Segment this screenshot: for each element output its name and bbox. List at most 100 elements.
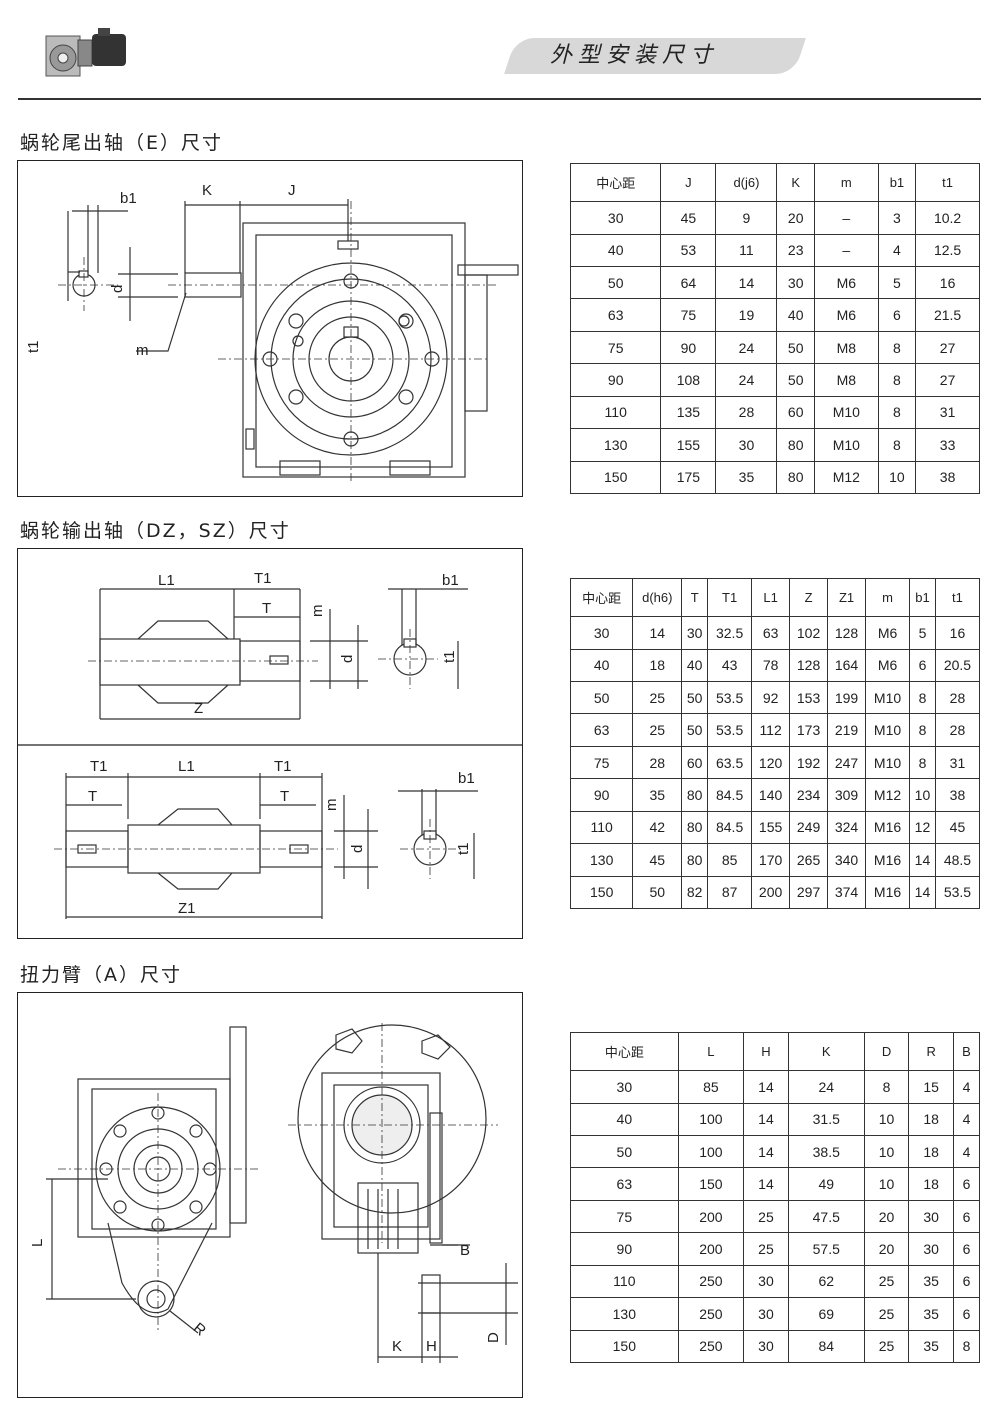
table-dz-cell: 140 — [751, 778, 791, 812]
table-dz-cell: M16 — [865, 843, 911, 877]
table-e-cell: 175 — [660, 460, 717, 495]
label-sz-tb: T — [280, 788, 289, 805]
table-e-cell: M6 — [813, 265, 879, 300]
table-e-cell: 10 — [877, 460, 917, 495]
table-a-cell: 10 — [863, 1167, 910, 1201]
table-dz-header-cell: 中心距 — [569, 577, 634, 618]
table-dz-cell: 297 — [789, 875, 829, 910]
figure-e: b1 K J d t1 m — [17, 160, 523, 497]
table-e-cell: 3 — [877, 201, 917, 235]
table-e-cell: 20 — [776, 201, 815, 235]
table-e-cell: 108 — [660, 363, 717, 397]
table-e-header-cell: K — [776, 162, 815, 203]
table-dz-cell: M12 — [865, 778, 911, 812]
table-a-header-cell: R — [908, 1031, 954, 1072]
header-rule — [18, 98, 981, 100]
table-dz-cell: 10 — [909, 778, 936, 812]
table-e-cell: 30 — [715, 428, 778, 462]
table-a-cell: 63 — [570, 1167, 679, 1201]
table-a-cell: 4 — [952, 1070, 981, 1104]
table-a-cell: 6 — [952, 1232, 981, 1266]
label-a-b: B — [460, 1242, 470, 1259]
table-dz-header-cell: b1 — [909, 577, 936, 618]
table-e-header-cell: t1 — [915, 162, 980, 203]
table-a-cell: 31.5 — [787, 1102, 865, 1136]
table-dz-cell: 63 — [569, 713, 634, 747]
table-dz-cell: 42 — [632, 810, 683, 845]
table-dz-cell: 120 — [751, 745, 791, 780]
table-dz-cell: 25 — [632, 713, 683, 747]
table-dz-cell: 80 — [681, 810, 709, 845]
table-a-cell: 4 — [952, 1102, 981, 1136]
table-a-cell: 14 — [743, 1134, 789, 1169]
table-e-cell: 63 — [569, 298, 662, 332]
label-dz-z: Z — [194, 700, 203, 717]
table-a-cell: 25 — [743, 1232, 789, 1266]
table-e-cell: 8 — [877, 428, 917, 462]
table-a-cell: 150 — [570, 1329, 679, 1364]
table-e-cell: M6 — [813, 298, 879, 332]
table-a-header-cell: K — [787, 1031, 865, 1072]
table-dz-cell: 43 — [707, 648, 753, 682]
table-dz-cell: 324 — [827, 810, 867, 845]
table-dz-cell: 18 — [632, 648, 683, 682]
table-e-cell: 11 — [715, 233, 778, 267]
label-a-l: L — [29, 1239, 46, 1247]
label-dz-m: m — [309, 605, 326, 618]
table-dz-cell: 82 — [681, 875, 709, 910]
label-dz-d: d — [339, 655, 356, 663]
table-a-cell: 69 — [787, 1297, 865, 1331]
table-a-cell: 50 — [570, 1134, 679, 1169]
table-a-cell: 35 — [908, 1264, 954, 1299]
table-e-header-cell: b1 — [877, 162, 917, 203]
table-e-cell: M10 — [813, 428, 879, 462]
table-e-cell: 33 — [915, 428, 980, 462]
table-dz-cell: 12 — [909, 810, 936, 845]
section-title-dz: 蜗轮输出轴（DZ，SZ）尺寸 — [20, 520, 291, 542]
table-a-cell: 100 — [677, 1102, 745, 1136]
table-a-cell: 25 — [743, 1199, 789, 1234]
table-a-header-cell: L — [677, 1031, 745, 1072]
table-dz-cell: 32.5 — [707, 616, 753, 650]
table-dz-cell: 153 — [789, 680, 829, 715]
table-a-cell: 150 — [677, 1167, 745, 1201]
table-a-cell: 250 — [677, 1264, 745, 1299]
table-dz-cell: 50 — [681, 713, 709, 747]
table-dz-cell: 340 — [827, 843, 867, 877]
label-sz-l1: L1 — [178, 758, 195, 775]
table-a-cell: 38.5 — [787, 1134, 865, 1169]
table-dz-cell: 14 — [632, 616, 683, 650]
table-dz-cell: 85 — [707, 843, 753, 877]
table-dz-cell: 16 — [934, 616, 981, 650]
table-dz-header-cell: Z1 — [827, 577, 867, 618]
table-e-cell: 90 — [569, 363, 662, 397]
table-e-cell: 30 — [776, 265, 815, 300]
table-dz-cell: 40 — [569, 648, 634, 682]
page-title: 外型安装尺寸 — [550, 43, 719, 68]
table-e-cell: 21.5 — [915, 298, 980, 332]
table-e-cell: 75 — [660, 298, 717, 332]
table-e-cell: 80 — [776, 428, 815, 462]
label-dz-l1: L1 — [158, 572, 175, 589]
table-dz-cell: 247 — [827, 745, 867, 780]
table-a-cell: 57.5 — [787, 1232, 865, 1266]
table-dz-cell: 249 — [789, 810, 829, 845]
table-e-cell: 23 — [776, 233, 815, 267]
label-dz-t1b: t1 — [441, 650, 458, 663]
table-e-cell: 27 — [915, 330, 980, 365]
table-dz-cell: M6 — [865, 648, 911, 682]
table-dz-cell: 25 — [632, 680, 683, 715]
table-dz-header-cell: Z — [789, 577, 829, 618]
label-a-r: R — [190, 1320, 209, 1340]
label-sz-ta: T — [88, 788, 97, 805]
